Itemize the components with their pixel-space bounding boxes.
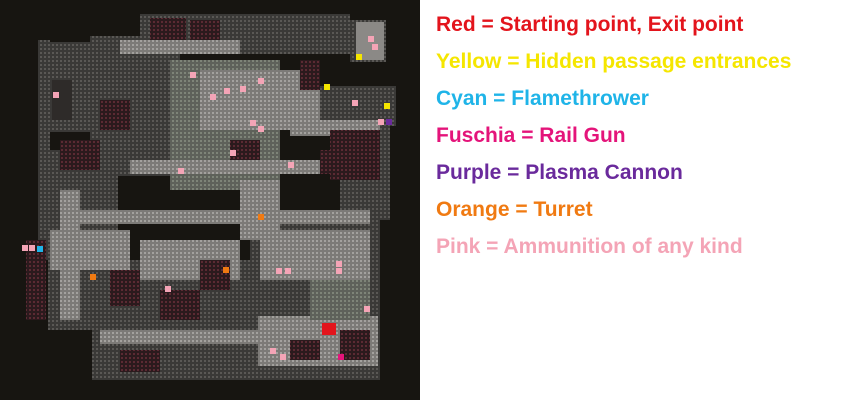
legend-red: Red = Starting point, Exit point bbox=[436, 13, 744, 36]
start-exit-marker bbox=[322, 323, 336, 335]
legend-purple: Purple = Plasma Cannon bbox=[436, 161, 683, 184]
flamethrower-marker bbox=[37, 246, 43, 252]
turret-marker bbox=[90, 274, 96, 280]
legend-yellow: Yellow = Hidden passage entrances bbox=[436, 50, 792, 73]
ammo-markers bbox=[22, 36, 384, 360]
legend-fuschia: Fuschia = Rail Gun bbox=[436, 124, 626, 147]
hidden-passage-marker bbox=[324, 84, 330, 90]
hidden-passage-marker bbox=[384, 103, 390, 109]
map-markers bbox=[22, 36, 392, 360]
turret-marker bbox=[223, 267, 229, 273]
map-dark-rooms bbox=[26, 18, 380, 372]
map-graphic bbox=[22, 14, 396, 380]
level-map bbox=[0, 0, 420, 400]
legend-orange: Orange = Turret bbox=[436, 198, 593, 221]
plasma-cannon-marker bbox=[386, 119, 392, 125]
turret-marker bbox=[258, 214, 264, 220]
rail-gun-marker bbox=[338, 354, 344, 360]
map-legend: Red = Starting point, Exit point Yellow … bbox=[420, 0, 848, 400]
legend-cyan: Cyan = Flamethrower bbox=[436, 87, 649, 110]
hidden-passage-marker bbox=[356, 54, 362, 60]
legend-pink: Pink = Ammunition of any kind bbox=[436, 235, 743, 258]
